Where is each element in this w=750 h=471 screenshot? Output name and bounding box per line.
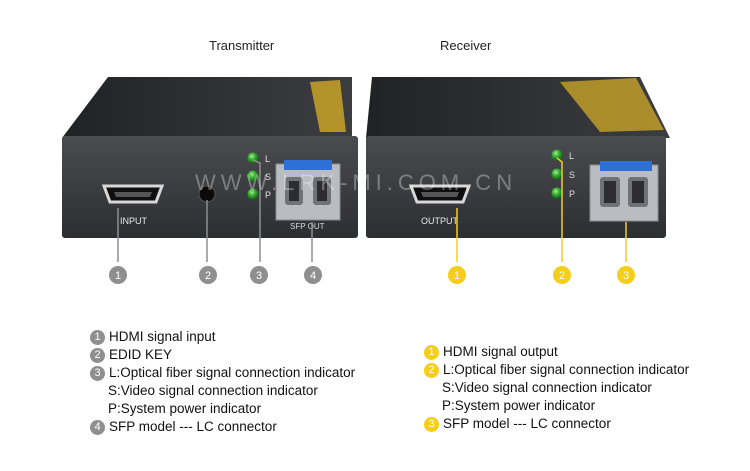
legend-tx-text: P:System power indicator: [108, 401, 262, 416]
legend-tx-text: SFP model --- LC connector: [109, 419, 277, 434]
marker-rx-2: [553, 266, 571, 284]
legend-rx-row: P:System power indicator: [424, 397, 689, 415]
watermark: WWW.LRK-MI.COM.CN: [195, 170, 518, 195]
callout-lines-receiver: [456, 157, 627, 262]
legend-rx-row: 2 L:Optical fiber signal connection indic…: [424, 361, 689, 379]
device-diagram: INPUT L S P SFP OUT OUTPUT: [62, 77, 670, 284]
marker-tx-3-label: 3: [256, 270, 262, 282]
led-label-l: L: [265, 154, 270, 164]
rx-led-l-icon: [551, 149, 563, 161]
legend-transmitter: 1 HDMI signal input 2 EDID KEY 3 L:Optical …: [90, 328, 355, 436]
marker-rx-1: [448, 266, 466, 284]
legend-tx-text: HDMI signal input: [109, 329, 216, 344]
callout-line-tx-3: [252, 159, 261, 262]
led-label-p: P: [265, 190, 271, 200]
marker-tx-4-label: 4: [310, 270, 316, 282]
legend-rx-row: 1 HDMI signal output: [424, 343, 689, 361]
marker-tx-1-label: 1: [115, 270, 121, 282]
marker-rx-3: [617, 266, 635, 284]
sfp-module-transmitter[interactable]: [275, 160, 341, 221]
rx-led-p-icon: [551, 187, 563, 199]
marker-rx-1-label: 1: [454, 270, 460, 282]
legend-rx-text: P:System power indicator: [442, 398, 596, 413]
legend-tx-row: 2 EDID KEY: [90, 346, 355, 364]
legend-tx-row: 1 HDMI signal input: [90, 328, 355, 346]
sfp-out-label: SFP OUT: [290, 222, 325, 231]
legend-rx-text: L:Optical fiber signal connection indica…: [443, 362, 690, 377]
legend-tx-row: S:Video signal connection indicator: [90, 382, 355, 400]
rx-led-label-p: P: [569, 189, 575, 199]
legend-rx-row: S:Video signal connection indicator: [424, 379, 689, 397]
marker-rx-2-label: 2: [559, 270, 565, 282]
marker-rx-3-label: 3: [623, 270, 629, 282]
marker-tx-4: [304, 266, 322, 284]
rx-led-label-l: L: [569, 151, 574, 161]
legend-receiver: 1 HDMI signal output 2 L:Optical fiber sig…: [424, 343, 689, 433]
input-port-label: INPUT: [120, 216, 148, 226]
transmitter-top: [62, 77, 352, 138]
rx-led-s-icon: [551, 168, 563, 180]
marker-tx-1: [109, 266, 127, 284]
legend-rx-text: HDMI signal output: [443, 344, 558, 359]
legend-tx-badge: 4: [90, 419, 105, 435]
transmitter-title: Transmitter: [209, 38, 275, 53]
markers-transmitter: 1 2 3 4: [109, 266, 322, 284]
legend-tx-badge: 2: [90, 347, 105, 363]
legend-rx-row: 3 SFP model --- LC connector: [424, 415, 689, 433]
legend-tx-badge: 3: [90, 365, 105, 381]
legend-tx-text: EDID KEY: [109, 347, 173, 362]
marker-tx-2: [199, 266, 217, 284]
legend-rx-badge: 1: [424, 344, 439, 360]
legend-tx-text: L:Optical fiber signal connection indica…: [109, 365, 356, 380]
receiver-title: Receiver: [440, 38, 492, 53]
marker-tx-2-label: 2: [205, 270, 211, 282]
sfp-module-receiver[interactable]: [589, 161, 659, 222]
legend-rx-text: SFP model --- LC connector: [443, 416, 611, 431]
legend-rx-badge: 3: [424, 416, 439, 432]
output-port-label: OUTPUT: [421, 216, 459, 226]
led-s-icon: [247, 170, 259, 182]
legend-tx-badge: 1: [90, 329, 105, 345]
legend-rx-badge: 2: [424, 362, 439, 378]
callout-lines-transmitter: [117, 159, 313, 262]
rx-led-label-s: S: [569, 170, 575, 180]
legend-tx-text: S:Video signal connection indicator: [108, 383, 318, 398]
hdmi-output-port[interactable]: [408, 184, 472, 204]
receiver-device: OUTPUT L S P: [366, 77, 670, 238]
legend-rx-text: S:Video signal connection indicator: [442, 380, 652, 395]
legend-tx-row: 4 SFP model --- LC connector: [90, 418, 355, 436]
receiver-top-label: [560, 78, 664, 132]
markers-receiver: 1 2 3: [448, 266, 635, 284]
transmitter-top-label: [310, 80, 346, 132]
transmitter-device: INPUT L S P SFP OUT: [62, 77, 358, 238]
led-p-icon: [247, 188, 259, 200]
legend-tx-row: 3 L:Optical fiber signal connection indic…: [90, 364, 355, 382]
legend-tx-row: P:System power indicator: [90, 400, 355, 418]
callout-line-rx-2: [556, 157, 563, 262]
hdmi-input-port[interactable]: [101, 184, 165, 204]
led-label-s: S: [265, 172, 271, 182]
marker-tx-3: [250, 266, 268, 284]
